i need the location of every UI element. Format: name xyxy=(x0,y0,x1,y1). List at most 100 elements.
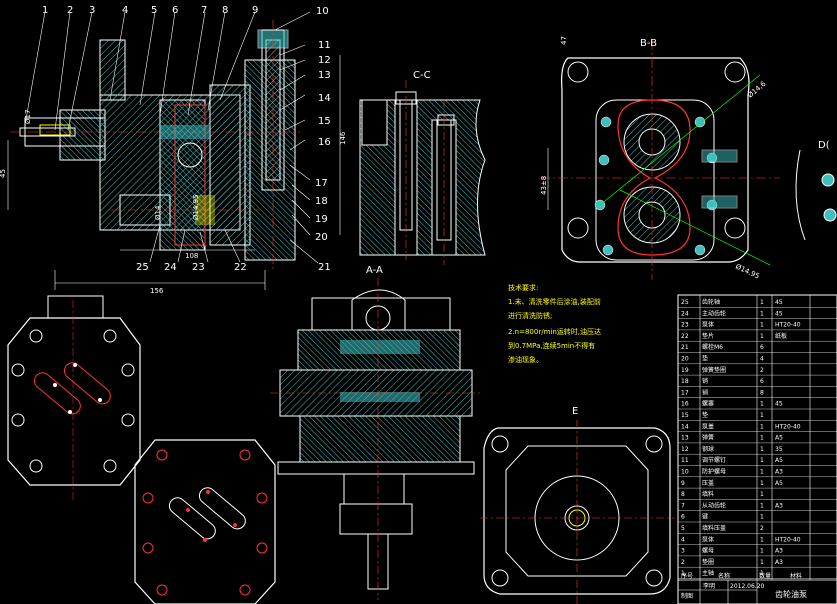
view-e xyxy=(480,420,675,604)
bill-of-materials xyxy=(677,294,837,604)
bom-cell-qty: 2 xyxy=(760,367,764,374)
bom-cell-name: 垫 xyxy=(702,411,708,419)
bom-cell-mat: HT20-40 xyxy=(775,322,801,329)
bom-cell-no: 24 xyxy=(681,310,689,317)
bom-cell-name: 填料压盖 xyxy=(702,524,726,532)
view-b-b xyxy=(540,40,837,280)
drawing-title: 齿轮油泵 xyxy=(775,589,807,599)
bom-cell-no: 10 xyxy=(681,469,689,476)
bom-cell-qty: 4 xyxy=(760,356,764,363)
bom-cell-no: 8 xyxy=(681,491,685,498)
bom-cell-no: 19 xyxy=(681,367,689,374)
callout-14: 14 xyxy=(318,93,331,104)
view-a-a xyxy=(270,278,480,600)
bom-cell-qty: 1 xyxy=(760,435,764,442)
bom-cell-no: 5 xyxy=(681,525,685,532)
callout-1: 1 xyxy=(42,5,48,16)
bom-cell-qty: 1 xyxy=(760,570,764,577)
bom-cell-qty: 1 xyxy=(760,559,764,566)
bom-cell-qty: 1 xyxy=(760,446,764,453)
tech-note-0: 技术要求: xyxy=(508,283,538,292)
bom-cell-mat: A3 xyxy=(775,548,783,555)
bom-cell-qty: 1 xyxy=(760,423,764,430)
section-label-bb: B-B xyxy=(640,38,657,49)
dim-d3: 156 xyxy=(150,287,164,295)
bom-cell-qty: 6 xyxy=(760,378,764,385)
callout-12: 12 xyxy=(318,55,331,66)
bom-cell-mat: A3 xyxy=(775,559,783,566)
bom-cell-qty: 1 xyxy=(760,299,764,306)
callout-3: 3 xyxy=(89,5,95,16)
bom-cell-name: 销 xyxy=(702,388,708,396)
bom-cell-mat: 35 xyxy=(775,446,783,453)
bom-cell-name: 弹簧 xyxy=(702,434,714,442)
section-label-cc: C-C xyxy=(413,70,431,81)
bom-cell-qty: 1 xyxy=(760,536,764,543)
bom-cell-name: 调节螺钉 xyxy=(702,456,726,464)
bom-cell-mat: 45 xyxy=(775,401,783,408)
callout-2: 2 xyxy=(67,5,73,16)
bom-cell-name: 垫 xyxy=(702,355,708,363)
bom-cell-no: 17 xyxy=(681,389,689,396)
bom-cell-name: 键 xyxy=(702,513,708,521)
bom-header-mat: 材料 xyxy=(790,572,802,580)
bom-cell-name: 螺母 xyxy=(702,547,714,555)
section-label-e: E xyxy=(572,406,578,417)
drawn-label: 制图 xyxy=(681,592,693,600)
tech-note-5: 渗油现象。 xyxy=(508,355,543,364)
bom-cell-no: 18 xyxy=(681,378,689,385)
bom-cell-qty: 1 xyxy=(760,322,764,329)
callout-22: 22 xyxy=(234,262,247,273)
bom-cell-name: 弹簧垫圈 xyxy=(702,366,726,374)
view-c-c xyxy=(359,80,486,265)
tech-note-1: 1.未、清洗零件后涂油,装配前 xyxy=(508,297,601,306)
callout-21: 21 xyxy=(318,262,331,273)
bom-cell-qty: 1 xyxy=(760,469,764,476)
bom-header-name: 名称 xyxy=(718,572,730,580)
callout-20: 20 xyxy=(315,232,328,243)
bom-cell-name: 垫片 xyxy=(702,332,714,340)
bom-cell-no: 14 xyxy=(681,423,689,430)
dim-d8: Ø14,6 xyxy=(746,79,768,99)
main-section-view xyxy=(7,11,341,290)
bom-cell-mat: A5 xyxy=(775,480,783,487)
bom-cell-no: 13 xyxy=(681,435,689,442)
section-label-d: D( xyxy=(818,140,830,151)
callout-4: 4 xyxy=(122,5,128,16)
callout-18: 18 xyxy=(315,196,328,207)
bom-cell-qty: 1 xyxy=(760,548,764,555)
bom-cell-mat: A3 xyxy=(775,502,783,509)
drawn-name: 李明 xyxy=(703,582,715,590)
bom-header-no: 序号 xyxy=(681,572,693,580)
dim-d11: Ø14 xyxy=(154,205,162,220)
bom-cell-qty: 1 xyxy=(760,412,764,419)
callout-9: 9 xyxy=(252,5,258,16)
bom-cell-name: 销 xyxy=(702,377,708,385)
bom-cell-name: 填料 xyxy=(702,490,714,498)
bom-cell-name: 螺栓M6 xyxy=(702,343,723,351)
tech-note-2: 进行清洗防锈; xyxy=(508,311,552,320)
tech-note-3: 2.n=800r/min运转时,油压达 xyxy=(508,327,601,336)
bom-cell-name: 泵体 xyxy=(702,321,714,329)
callout-17: 17 xyxy=(315,178,328,189)
bom-cell-mat: 45 xyxy=(775,310,783,317)
bom-cell-qty: 1 xyxy=(760,401,764,408)
bom-cell-name: 钢球 xyxy=(702,445,714,453)
callout-8: 8 xyxy=(222,5,228,16)
cover-view-lower xyxy=(134,439,276,604)
drawing-date: 2012.06.20 xyxy=(730,583,765,590)
bom-cell-qty: 8 xyxy=(760,389,764,396)
callout-13: 13 xyxy=(318,70,331,81)
section-label-aa: A-A xyxy=(366,265,383,276)
title-block: 序号 名称 数量 材料 制图 李明 2012.06.20 齿轮油泵 xyxy=(678,572,837,604)
bom-cell-no: 11 xyxy=(681,457,689,464)
bom-cell-no: 2 xyxy=(681,559,685,566)
bom-cell-name: 泵盖 xyxy=(702,422,714,430)
tech-note-4: 到0.7MPa,连续5min不得有 xyxy=(508,341,595,350)
bom-cell-qty: 6 xyxy=(760,344,764,351)
bom-cell-qty: 1 xyxy=(760,457,764,464)
